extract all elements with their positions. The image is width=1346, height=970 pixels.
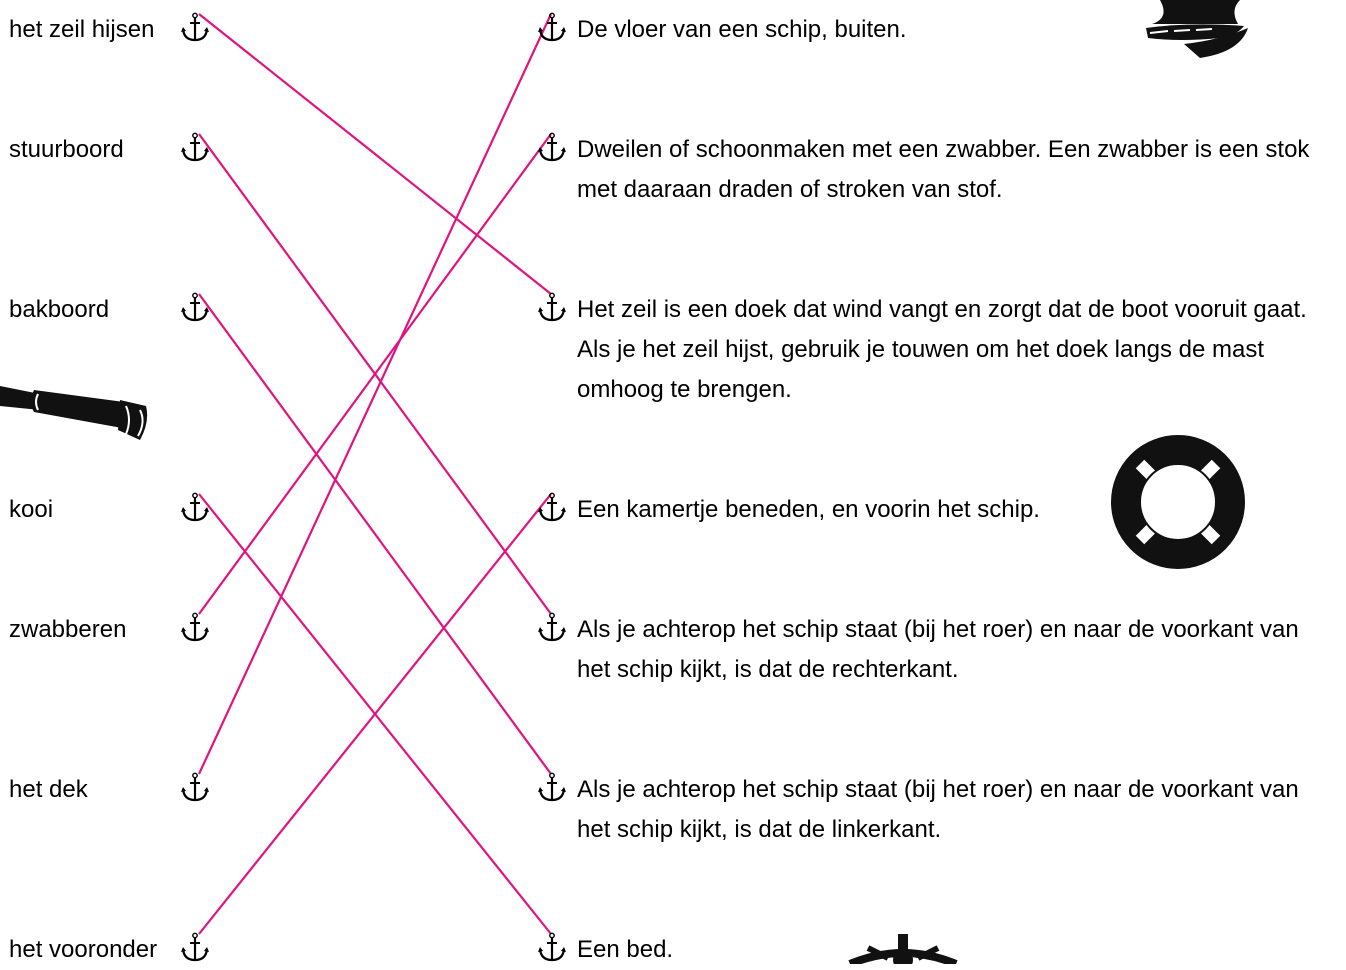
connection-line <box>198 293 552 775</box>
term-label[interactable]: bakboord <box>9 296 110 323</box>
ship-icon <box>1146 0 1248 58</box>
connection-line <box>198 493 552 935</box>
lifebuoy-icon <box>1111 435 1245 569</box>
connection-line <box>198 133 552 615</box>
term-label[interactable]: stuurboord <box>9 136 124 163</box>
term-label[interactable]: het vooronder <box>9 936 158 963</box>
term-label[interactable]: het zeil hijsen <box>9 16 155 43</box>
spyglass-icon <box>0 386 148 440</box>
definition-text[interactable]: Een kamertje beneden, en voorin het schi… <box>577 496 1040 523</box>
definition-text[interactable]: Het zeil is een doek dat wind vangt en z… <box>577 296 1307 403</box>
anchor-icon[interactable] <box>537 292 567 322</box>
definition-text[interactable]: Als je achterop het schip staat (bij het… <box>577 616 1299 683</box>
definition-text[interactable]: Een bed. <box>577 936 674 963</box>
anchor-icon[interactable] <box>537 132 567 162</box>
definition-text[interactable]: De vloer van een schip, buiten. <box>577 16 907 43</box>
connection-line <box>198 13 552 295</box>
anchor-icon[interactable] <box>180 932 210 962</box>
ship-wheel-icon <box>848 934 958 964</box>
anchor-icon[interactable] <box>537 932 567 962</box>
anchor-icon[interactable] <box>180 292 210 322</box>
anchor-icon[interactable] <box>180 772 210 802</box>
anchor-icon[interactable] <box>180 492 210 522</box>
anchor-icon[interactable] <box>537 772 567 802</box>
anchor-icon[interactable] <box>537 12 567 42</box>
connection-line <box>198 13 552 775</box>
term-label[interactable]: het dek <box>9 776 88 803</box>
connection-line <box>198 493 552 935</box>
anchor-icon[interactable] <box>537 492 567 522</box>
anchor-icon[interactable] <box>180 612 210 642</box>
term-label[interactable]: kooi <box>9 496 54 523</box>
anchor-icon[interactable] <box>537 612 567 642</box>
connection-line <box>198 133 552 615</box>
anchor-icon[interactable] <box>180 132 210 162</box>
definition-text[interactable]: Dweilen of schoonmaken met een zwabber. … <box>577 136 1310 203</box>
anchor-icon[interactable] <box>180 12 210 42</box>
term-label[interactable]: zwabberen <box>9 616 127 643</box>
definition-text[interactable]: Als je achterop het schip staat (bij het… <box>577 776 1299 843</box>
